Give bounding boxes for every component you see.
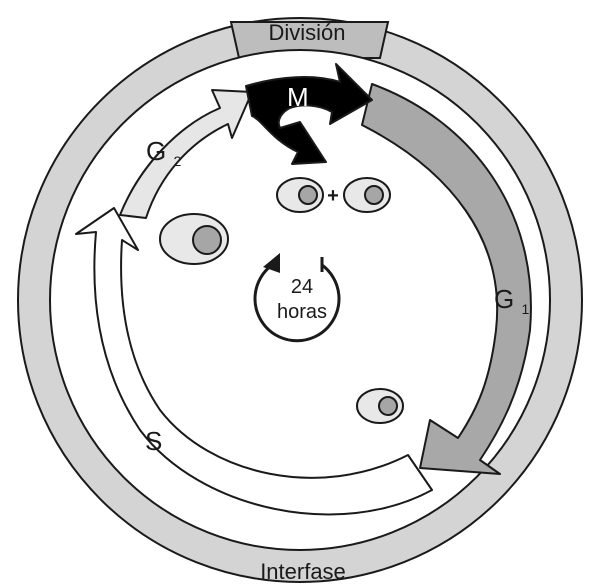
interfase-label: Interfase	[260, 559, 346, 584]
s-phase-arrow	[75, 207, 433, 516]
g1-phase-label: G 1	[494, 284, 529, 317]
hours-unit: horas	[277, 301, 327, 323]
m-phase-label: M	[287, 82, 309, 112]
daughter-cell-left	[276, 177, 324, 213]
daughter-cell-right	[343, 177, 391, 213]
g1-phase-arrow	[361, 83, 532, 475]
g2-main: G	[146, 136, 166, 166]
s-phase-label: S	[145, 426, 162, 456]
inner-disk	[49, 49, 551, 551]
division-band	[229, 21, 390, 59]
division-label: División	[268, 20, 345, 45]
cell-g2	[159, 213, 229, 265]
plus-sign: +	[327, 185, 339, 207]
cell-g1	[356, 388, 404, 424]
g2-sub: 2	[173, 153, 181, 169]
g2-phase-label: G 2	[146, 136, 181, 169]
g1-sub: 1	[521, 301, 529, 317]
hours-cycle-arrowhead	[263, 253, 280, 273]
hours-number: 24	[291, 276, 313, 298]
m-phase-notch	[316, 112, 326, 126]
g1-main: G	[494, 284, 514, 314]
hours-cycle-arrow	[253, 263, 341, 343]
m-phase-arrow	[245, 63, 373, 165]
